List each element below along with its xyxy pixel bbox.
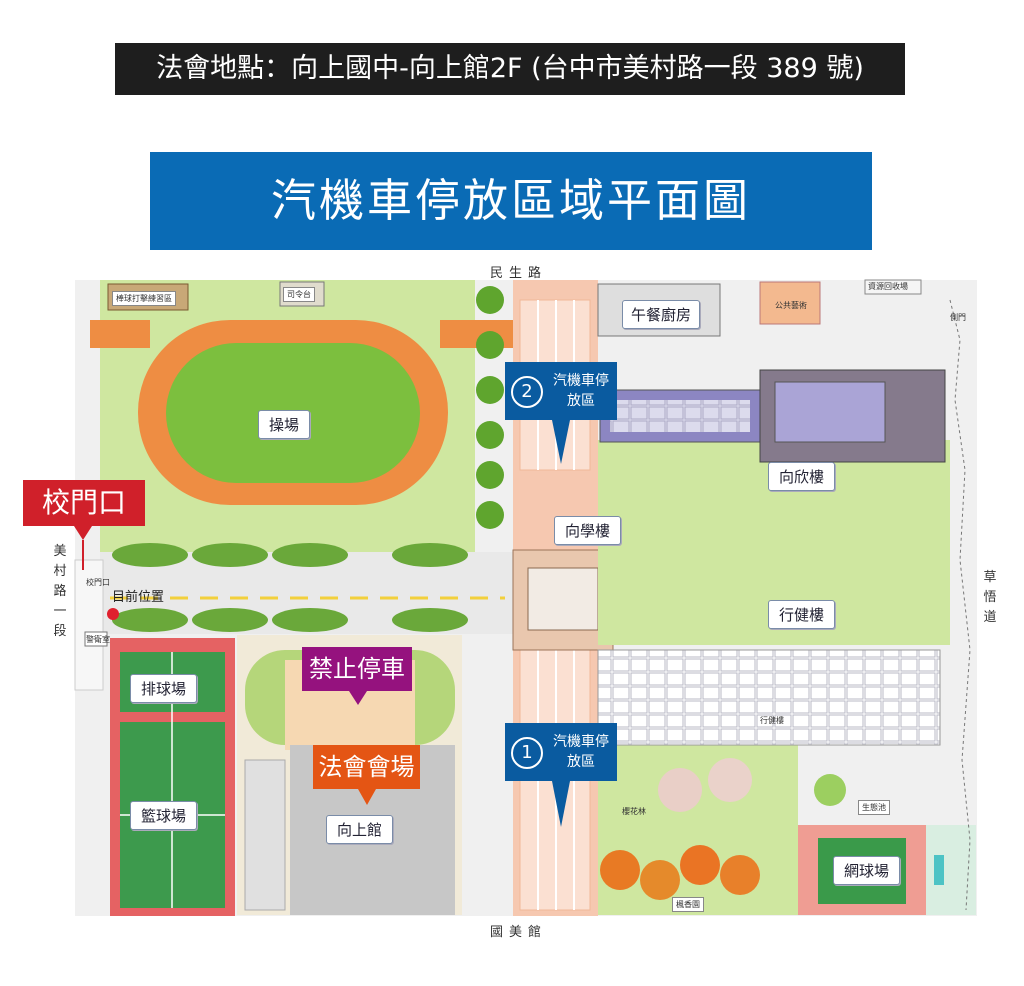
venue-pointer xyxy=(358,789,376,805)
public-art-label: 公共藝術 xyxy=(775,301,807,310)
venue-callout: 法會會場 xyxy=(313,745,420,789)
volleyball-label: 排球場 xyxy=(130,674,198,703)
lunch-kitchen-label: 午餐廚房 xyxy=(622,300,701,329)
side-gate-label: 側門 xyxy=(950,313,966,322)
parking-1-pointer xyxy=(552,781,570,827)
baseball-label: 棒球打擊練習區 xyxy=(112,291,176,306)
grass-southeast xyxy=(598,745,798,915)
tree-cluster-southeast xyxy=(600,758,846,900)
xingjian-small-label: 行健樓 xyxy=(760,716,784,725)
guard-room xyxy=(84,631,108,647)
gate-small-label: 校門口 xyxy=(86,578,110,587)
xingjian-building-label: 行健樓 xyxy=(768,600,836,629)
current-position-label: 目前位置 xyxy=(112,590,165,605)
current-position-dot xyxy=(107,608,119,620)
maple-garden-label: 楓香園 xyxy=(672,897,704,912)
xingjian-building xyxy=(597,649,941,746)
no-parking-pointer xyxy=(349,691,367,705)
road-label-west: 美村路一段 xyxy=(53,544,67,639)
tree-column xyxy=(476,286,504,529)
cherry-forest-label: 櫻花林 xyxy=(622,807,646,816)
no-parking-callout: 禁止停車 xyxy=(302,647,412,691)
recycle-label: 資源回收場 xyxy=(868,282,908,291)
road-label-east: 草悟道 xyxy=(983,570,997,625)
road-label-north: 民生路 xyxy=(490,266,548,281)
west-strip xyxy=(74,559,104,691)
parking-2-callout: 2 汽機車停放區 xyxy=(505,362,617,420)
east-fence xyxy=(949,299,971,911)
basketball-label: 籃球場 xyxy=(130,801,198,830)
gate-pointer-line xyxy=(82,540,84,570)
tennis-label: 網球場 xyxy=(833,856,901,885)
xiangxue-building-label: 向學樓 xyxy=(554,516,622,545)
playground-label: 操場 xyxy=(258,410,311,439)
gate-callout: 校門口 xyxy=(23,480,145,526)
public-art-block xyxy=(759,281,821,325)
palm-row-bottom xyxy=(112,608,468,632)
command-stage-label: 司令台 xyxy=(283,287,315,302)
xiangxin-building-label: 向欣樓 xyxy=(768,462,836,491)
parking-1-text: 汽機車停放區 xyxy=(553,734,609,770)
palm-row-top xyxy=(112,543,468,567)
parking-2-text: 汽機車停放區 xyxy=(553,373,609,409)
recycle-block xyxy=(864,279,922,295)
parking-2-pointer xyxy=(552,420,570,464)
venue-banner: 法會地點：向上國中-向上館2F (台中市美村路一段 389 號) xyxy=(115,43,905,95)
xiangshang-hall-label: 向上館 xyxy=(326,815,394,844)
parking-1-callout: 1 汽機車停放區 xyxy=(505,723,617,781)
map-title-banner: 汽機車停放區域平面圖 xyxy=(150,152,872,250)
parking-1-number: 1 xyxy=(511,737,543,769)
road-label-south: 國美館 xyxy=(490,925,548,940)
gate-callout-pointer xyxy=(74,526,92,540)
guard-room-label: 警衛室 xyxy=(86,635,110,644)
eco-pond-label: 生態池 xyxy=(858,800,890,815)
parking-2-number: 2 xyxy=(511,376,543,408)
